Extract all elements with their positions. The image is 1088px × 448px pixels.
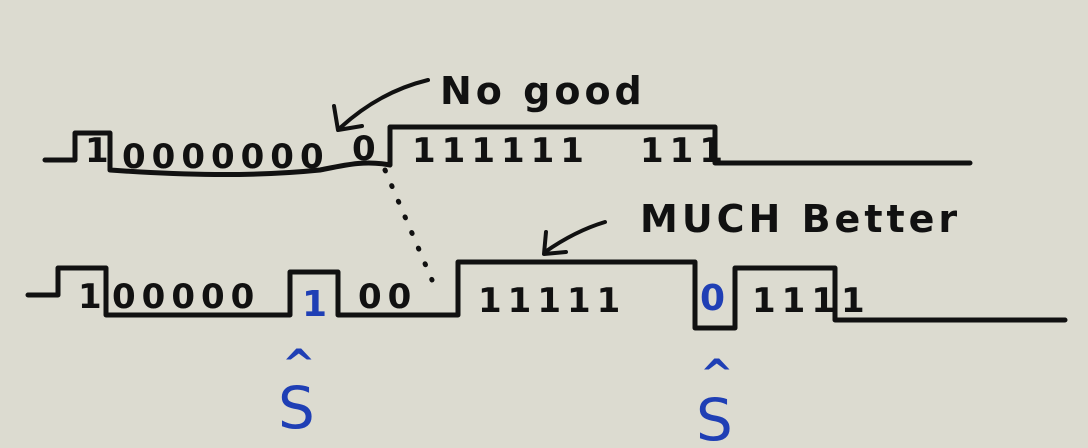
bottom-zeros-after: 00: [358, 277, 417, 317]
top-zeros: 0000000: [122, 137, 330, 177]
stuff-caret-2: ^: [700, 352, 734, 398]
much-better-arrow: [543, 220, 607, 254]
much-better-arrowhead: [542, 230, 568, 256]
bottom-zeros: 00000: [112, 277, 260, 317]
dotted-connector: [382, 167, 435, 283]
no-good-arrowhead: [332, 104, 364, 132]
stuff-marker-2: ^ S: [696, 352, 734, 448]
top-ones-b: 111: [640, 131, 729, 171]
top-zero-end: 0: [352, 129, 382, 169]
much-better-label: MUCH Better: [640, 197, 961, 241]
top-bit-1: 1: [85, 131, 115, 171]
stuff-caret-1: ^: [282, 342, 316, 388]
bottom-signal-line: [25, 259, 1068, 331]
no-good-arrow: [338, 78, 430, 130]
stuff-letter-2: S: [696, 386, 733, 448]
stuffed-zero: 0: [700, 278, 725, 319]
no-good-annotation: No good: [332, 69, 646, 132]
stuff-letter-1: S: [278, 374, 315, 442]
top-ones-a: 111111: [412, 131, 590, 171]
much-better-annotation: MUCH Better: [542, 197, 961, 256]
bottom-bit-1: 1: [78, 277, 108, 317]
top-waveform: 1 0000000 0 111111 111: [42, 124, 973, 178]
no-good-label: No good: [440, 69, 646, 113]
bottom-waveform: 1 00000 1 00 11111 0 1111: [25, 259, 1068, 331]
bottom-ones: 11111: [478, 281, 626, 321]
stuff-marker-1: ^ S: [278, 342, 316, 442]
stuffed-one: 1: [302, 284, 327, 325]
bottom-ones-tail: 1111: [752, 281, 871, 321]
top-signal-line: [42, 124, 973, 178]
